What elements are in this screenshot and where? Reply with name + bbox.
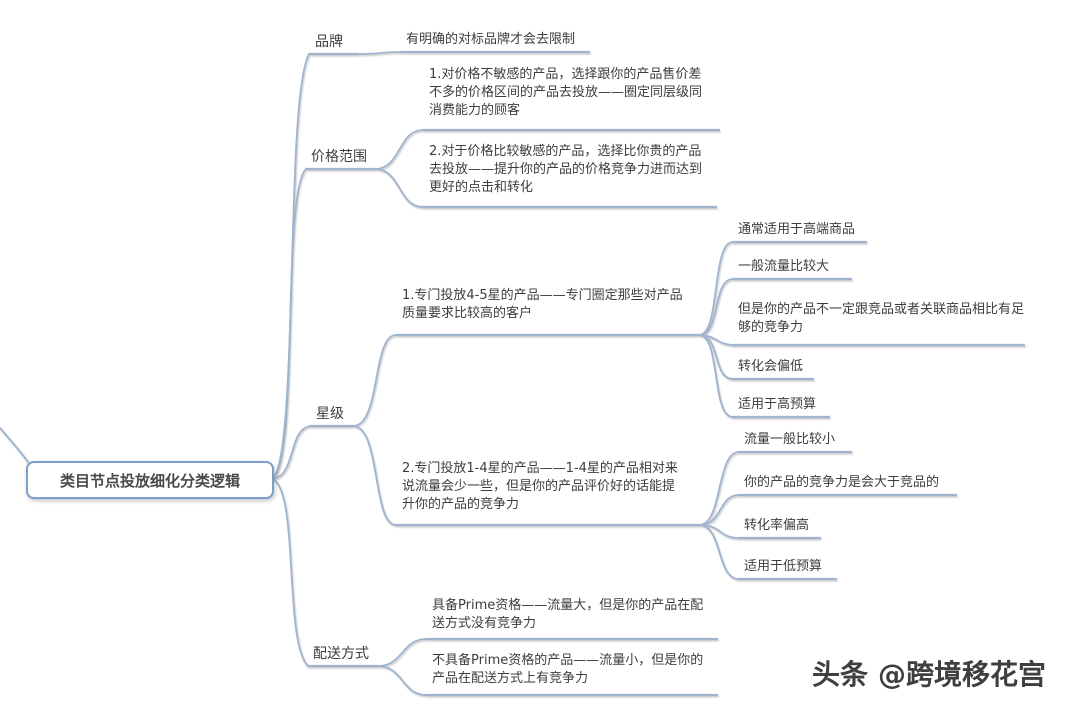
connector-price-item1 bbox=[374, 129, 424, 170]
root-label: 类目节点投放细化分类逻辑 bbox=[59, 471, 240, 490]
node-star2-sub3[interactable]: 适用于低预算 bbox=[744, 559, 823, 574]
branch-label-brand[interactable]: 品牌 bbox=[315, 34, 343, 50]
connector-offscreen bbox=[0, 427, 29, 463]
branch-label-delivery[interactable]: 配送方式 bbox=[313, 646, 369, 662]
node-price-item1[interactable]: 1.对价格不敏感的产品，选择跟你的产品售价差不多的价格区间的产品去投放——圈定同… bbox=[429, 67, 703, 118]
connector-star2-sub3 bbox=[698, 524, 740, 580]
connector-root-delivery bbox=[269, 478, 309, 667]
connector-star-item1 bbox=[352, 334, 397, 427]
node-price-item2[interactable]: 2.对于价格比较敏感的产品，选择比你贵的产品去投放——提升你的产品的价格竞争力进… bbox=[429, 144, 703, 195]
connector-star2-sub1 bbox=[698, 494, 740, 526]
connector-delivery-item1 bbox=[377, 638, 427, 667]
connector-brand-note bbox=[357, 51, 402, 55]
connector-delivery-item2 bbox=[377, 665, 427, 696]
branch-label-star[interactable]: 星级 bbox=[316, 406, 344, 422]
node-star2-sub2[interactable]: 转化率偏高 bbox=[744, 518, 810, 533]
connector-star-item2 bbox=[352, 425, 397, 526]
node-star1-sub3[interactable]: 转化会偏低 bbox=[738, 359, 804, 374]
node-star1-sub4[interactable]: 适用于高预算 bbox=[738, 397, 817, 412]
node-star2-sub1[interactable]: 你的产品的竞争力是会大于竞品的 bbox=[744, 475, 940, 490]
node-brand-note[interactable]: 有明确的对标品牌才会去限制 bbox=[406, 32, 576, 47]
node-star1-sub0[interactable]: 通常适用于高端商品 bbox=[738, 222, 856, 237]
watermark-brand: 头条 bbox=[812, 658, 869, 691]
connector-star2-sub0 bbox=[698, 451, 740, 526]
root-node[interactable]: 类目节点投放细化分类逻辑 bbox=[26, 461, 274, 499]
connector-star1-sub1 bbox=[698, 278, 734, 336]
watermark: 头条 @跨境移花宫 bbox=[812, 653, 1046, 693]
connector-star1-sub4 bbox=[698, 334, 734, 418]
branch-label-price[interactable]: 价格范围 bbox=[311, 149, 367, 165]
watermark-handle: @跨境移花宫 bbox=[878, 658, 1047, 691]
node-delivery-item2[interactable]: 不具备Prime资格的产品——流量小，但是你的产品在配送方式上有竞争力 bbox=[432, 653, 704, 686]
node-star-item1[interactable]: 1.专门投放4-5星的产品——专门圈定那些对产品质量要求比较高的客户 bbox=[402, 288, 683, 321]
node-star1-sub2[interactable]: 但是你的产品不一定跟竞品或者关联商品相比有足够的竞争力 bbox=[738, 302, 1025, 335]
connector-root-brand bbox=[269, 53, 310, 480]
node-star1-sub1[interactable]: 一般流量比较大 bbox=[738, 259, 830, 274]
node-star-item2[interactable]: 2.专门投放1-4星的产品——1-4星的产品相对来说流量会少一些，但是你的产品评… bbox=[402, 461, 678, 512]
connector-root-star bbox=[269, 425, 311, 480]
connector-price-item2 bbox=[374, 168, 424, 208]
connector-root-price bbox=[269, 168, 307, 480]
connector-star1-sub0 bbox=[698, 241, 734, 336]
node-star2-sub0[interactable]: 流量一般比较小 bbox=[744, 432, 836, 447]
node-delivery-item1[interactable]: 具备Prime资格——流量大，但是你的产品在配送方式没有竞争力 bbox=[432, 598, 704, 631]
